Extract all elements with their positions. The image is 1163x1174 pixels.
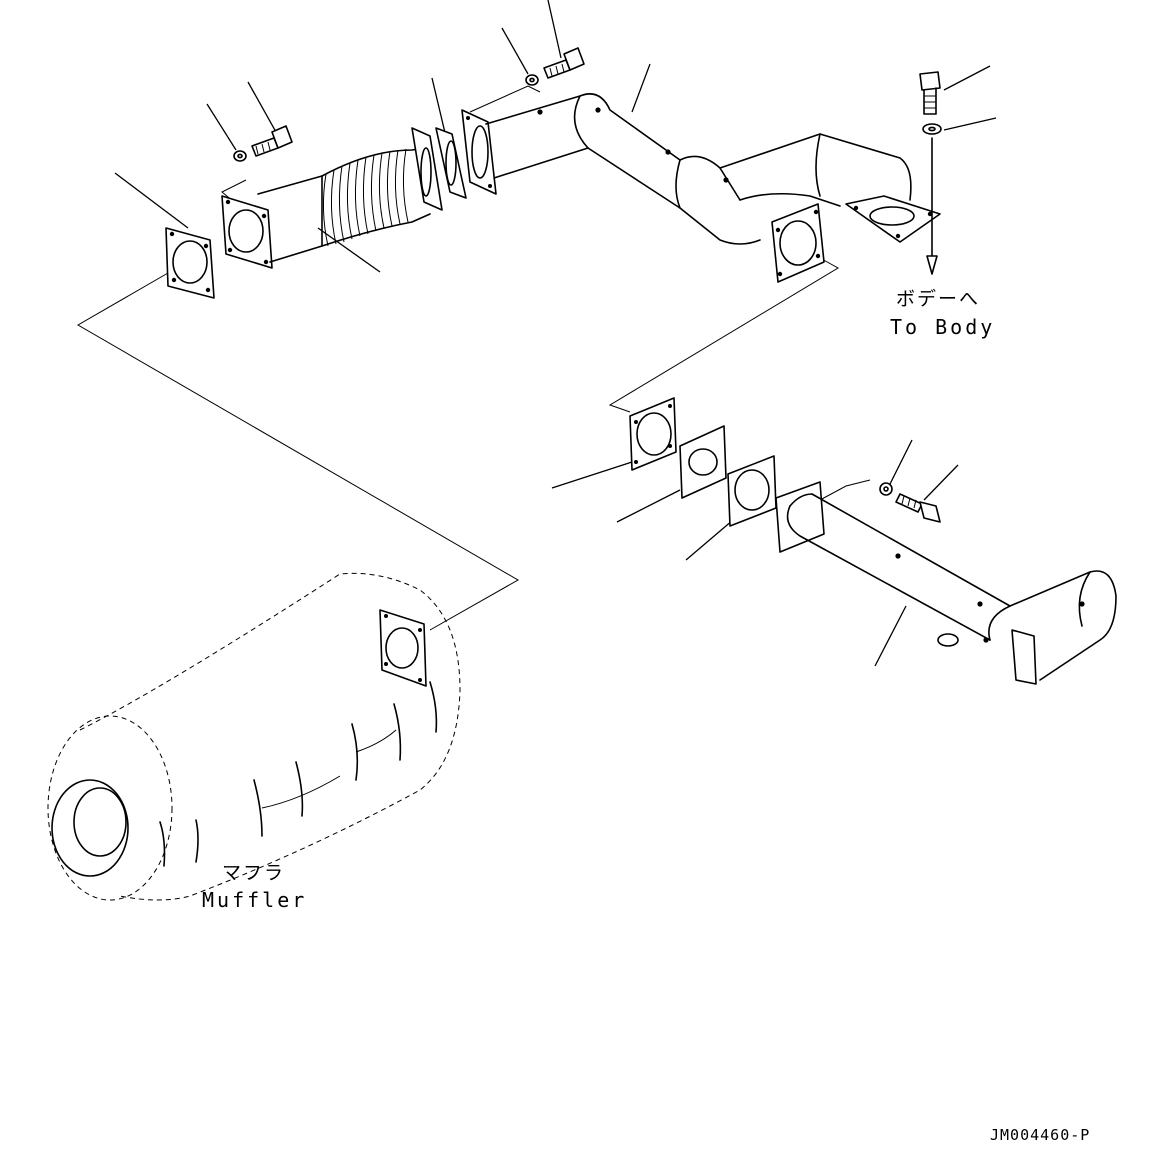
muffler: [47, 572, 461, 901]
gasket-lower-2: [679, 425, 727, 499]
bellows-corrugation: [322, 148, 409, 247]
elbow-outlet-flange: [771, 203, 825, 283]
drawing-code: JM004460-P: [990, 1126, 1091, 1144]
flexible-pipe: [257, 127, 443, 263]
muffler-inlet-flange: [379, 609, 427, 687]
to-body-arrow: [926, 137, 938, 275]
leader-lines: [114, 0, 997, 667]
gasket-middle: [435, 127, 467, 199]
washer-upper-left: [233, 150, 247, 162]
muffler-straps: [159, 681, 438, 867]
muffler-label-en: Muffler: [202, 888, 308, 912]
gasket-lower-3: [727, 455, 777, 527]
flange-left: [221, 195, 273, 269]
gasket-left: [165, 227, 215, 299]
flange-middle: [461, 109, 497, 195]
to-body-label-jp: ボデーへ: [896, 288, 981, 310]
tail-pipe: [775, 481, 1117, 685]
washer-upper-middle: [525, 74, 539, 86]
muffler-label-jp: マフラ: [222, 862, 286, 884]
bolt-upper-left: [251, 125, 293, 157]
washer-vertical-right: [922, 123, 942, 135]
assembly-connection-lines: [77, 85, 871, 631]
gasket-lower-1: [629, 397, 677, 471]
washer-lower: [879, 482, 893, 496]
bolt-vertical-right: [919, 71, 941, 115]
to-body-label-en: To Body: [890, 315, 996, 339]
bolt-lower: [895, 493, 941, 523]
bolt-upper-middle: [543, 47, 585, 79]
body-mount-flange: [845, 195, 941, 243]
upper-elbow-pipe: [485, 93, 912, 245]
